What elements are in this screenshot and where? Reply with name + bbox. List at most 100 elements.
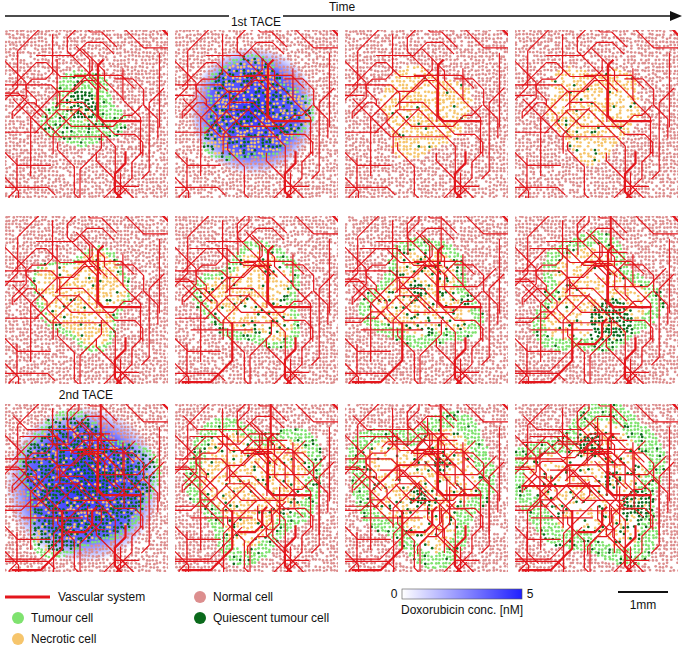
cell-dot (70, 44, 73, 47)
cell-dot (5, 127, 7, 130)
cell-dot (34, 37, 37, 40)
cell-dot (102, 30, 105, 32)
cell-dot (149, 51, 152, 54)
cell-dot (134, 33, 137, 36)
cell-dot (98, 138, 101, 141)
cell-dot (70, 99, 73, 102)
cell-dot (26, 192, 29, 195)
cell-dot (167, 95, 168, 98)
cell-dot (156, 145, 159, 148)
cell-dot (138, 55, 141, 58)
cell-dot (141, 62, 144, 65)
cell-dot (156, 80, 159, 83)
cell-dot (44, 159, 47, 162)
cell-dot (88, 149, 91, 152)
cell-dot (45, 162, 48, 165)
cell-dot (137, 127, 140, 130)
cell-dot (76, 152, 79, 155)
cell-dot (127, 69, 130, 72)
cell-dot (26, 63, 29, 66)
cell-dot (26, 106, 29, 109)
cell-dot (152, 30, 155, 32)
cell-dot (63, 137, 66, 140)
cell-dot (146, 160, 149, 163)
cell-dot (160, 173, 163, 176)
cell-dot (55, 160, 58, 163)
cell-dot (30, 91, 33, 94)
cell-dot (163, 134, 166, 137)
cell-dot (41, 145, 44, 148)
cell-dot (80, 156, 83, 159)
cell-dot (80, 106, 83, 109)
cell-dot (19, 192, 22, 195)
cell-dot (123, 112, 126, 115)
cell-dot (15, 37, 18, 40)
cell-dot (72, 156, 75, 159)
cell-dot (126, 169, 129, 172)
cell-dot (160, 45, 163, 48)
cell-dot (142, 76, 145, 79)
cell-dot (69, 30, 72, 32)
cell-dot (156, 33, 159, 36)
cell-dot (123, 177, 126, 180)
cell-dot (5, 48, 7, 51)
cell-dot (5, 163, 7, 166)
cell-dot (142, 196, 145, 198)
cell-dot (15, 127, 18, 130)
cell-dot (164, 80, 167, 83)
cell-dot (144, 192, 147, 195)
vessel (57, 59, 58, 107)
cell-dot (62, 174, 65, 177)
cell-dot (73, 70, 76, 73)
cell-dot (117, 155, 120, 158)
cell-dot (130, 101, 133, 104)
cell-dot (23, 69, 26, 72)
cell-dot (164, 98, 167, 101)
cell-dot (166, 123, 168, 126)
cell-dot (90, 116, 93, 119)
cell-dot (102, 181, 105, 184)
cell-dot (44, 145, 47, 148)
cell-dot (135, 192, 138, 195)
cell-dot (66, 99, 69, 102)
cell-dot (8, 152, 11, 155)
cell-dot (142, 37, 145, 40)
cell-dot (116, 70, 119, 73)
cell-dot (110, 105, 113, 108)
cell-dot (145, 141, 148, 144)
cell-dot (77, 127, 80, 130)
cell-dot (51, 156, 54, 159)
cell-dot (163, 44, 166, 47)
cell-dot (134, 116, 137, 119)
cell-dot (85, 127, 88, 130)
cell-dot (77, 149, 80, 152)
cell-dot (167, 70, 168, 73)
cell-dot (65, 77, 68, 80)
cell-dot (152, 83, 155, 86)
cell-dot (152, 128, 155, 131)
cell-dot (160, 119, 163, 122)
cell-dot (59, 70, 62, 73)
cell-dot (33, 69, 36, 72)
cell-dot (12, 120, 15, 123)
cell-dot (62, 69, 65, 72)
cell-dot (117, 84, 120, 87)
vessel (123, 68, 141, 153)
cell-dot (62, 59, 65, 62)
cell-dot (66, 113, 69, 116)
cell-dot (67, 192, 70, 195)
cell-dot (167, 77, 168, 80)
cell-dot (9, 88, 12, 91)
cell-dot (131, 58, 134, 61)
cell-dot (87, 47, 90, 50)
cell-dot (81, 37, 84, 40)
cell-dot (41, 149, 44, 152)
cell-dot (91, 192, 94, 195)
cell-dot (127, 61, 130, 64)
cell-dot (145, 94, 148, 97)
cell-dot (26, 76, 29, 79)
cell-dot (138, 65, 141, 68)
cell-dot (33, 148, 36, 151)
cell-dot (137, 98, 140, 101)
